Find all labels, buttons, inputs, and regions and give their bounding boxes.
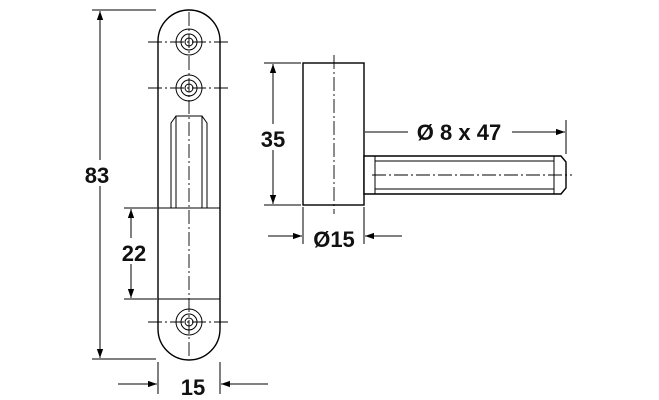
front-view: 83 22 15	[80, 9, 268, 400]
side-view: 35 Ø15 Ø 8 x 47	[252, 55, 572, 252]
label-sleeve-height: 35	[261, 127, 285, 152]
label-total-height: 83	[85, 163, 109, 188]
dimension-sleeve-diameter: Ø15	[268, 207, 402, 252]
screw-hole-middle	[148, 74, 230, 102]
sleeve	[302, 62, 365, 206]
dimension-bolt: Ø 8 x 47	[365, 120, 567, 154]
dimension-sleeve-height: 35	[252, 62, 301, 206]
screw-hole-bottom	[148, 308, 230, 336]
label-bolt-spec: Ø 8 x 47	[417, 120, 501, 145]
dimension-plate-width: 15	[118, 362, 268, 400]
label-plate-width: 15	[181, 375, 205, 400]
dimension-total-height: 83	[80, 9, 156, 360]
screw-hole-top	[148, 28, 230, 56]
label-sleeve-diameter: Ø15	[313, 227, 355, 252]
dimension-pin-length: 22	[112, 207, 157, 300]
tapered-pin	[170, 115, 208, 208]
label-pin-length: 22	[122, 241, 146, 266]
